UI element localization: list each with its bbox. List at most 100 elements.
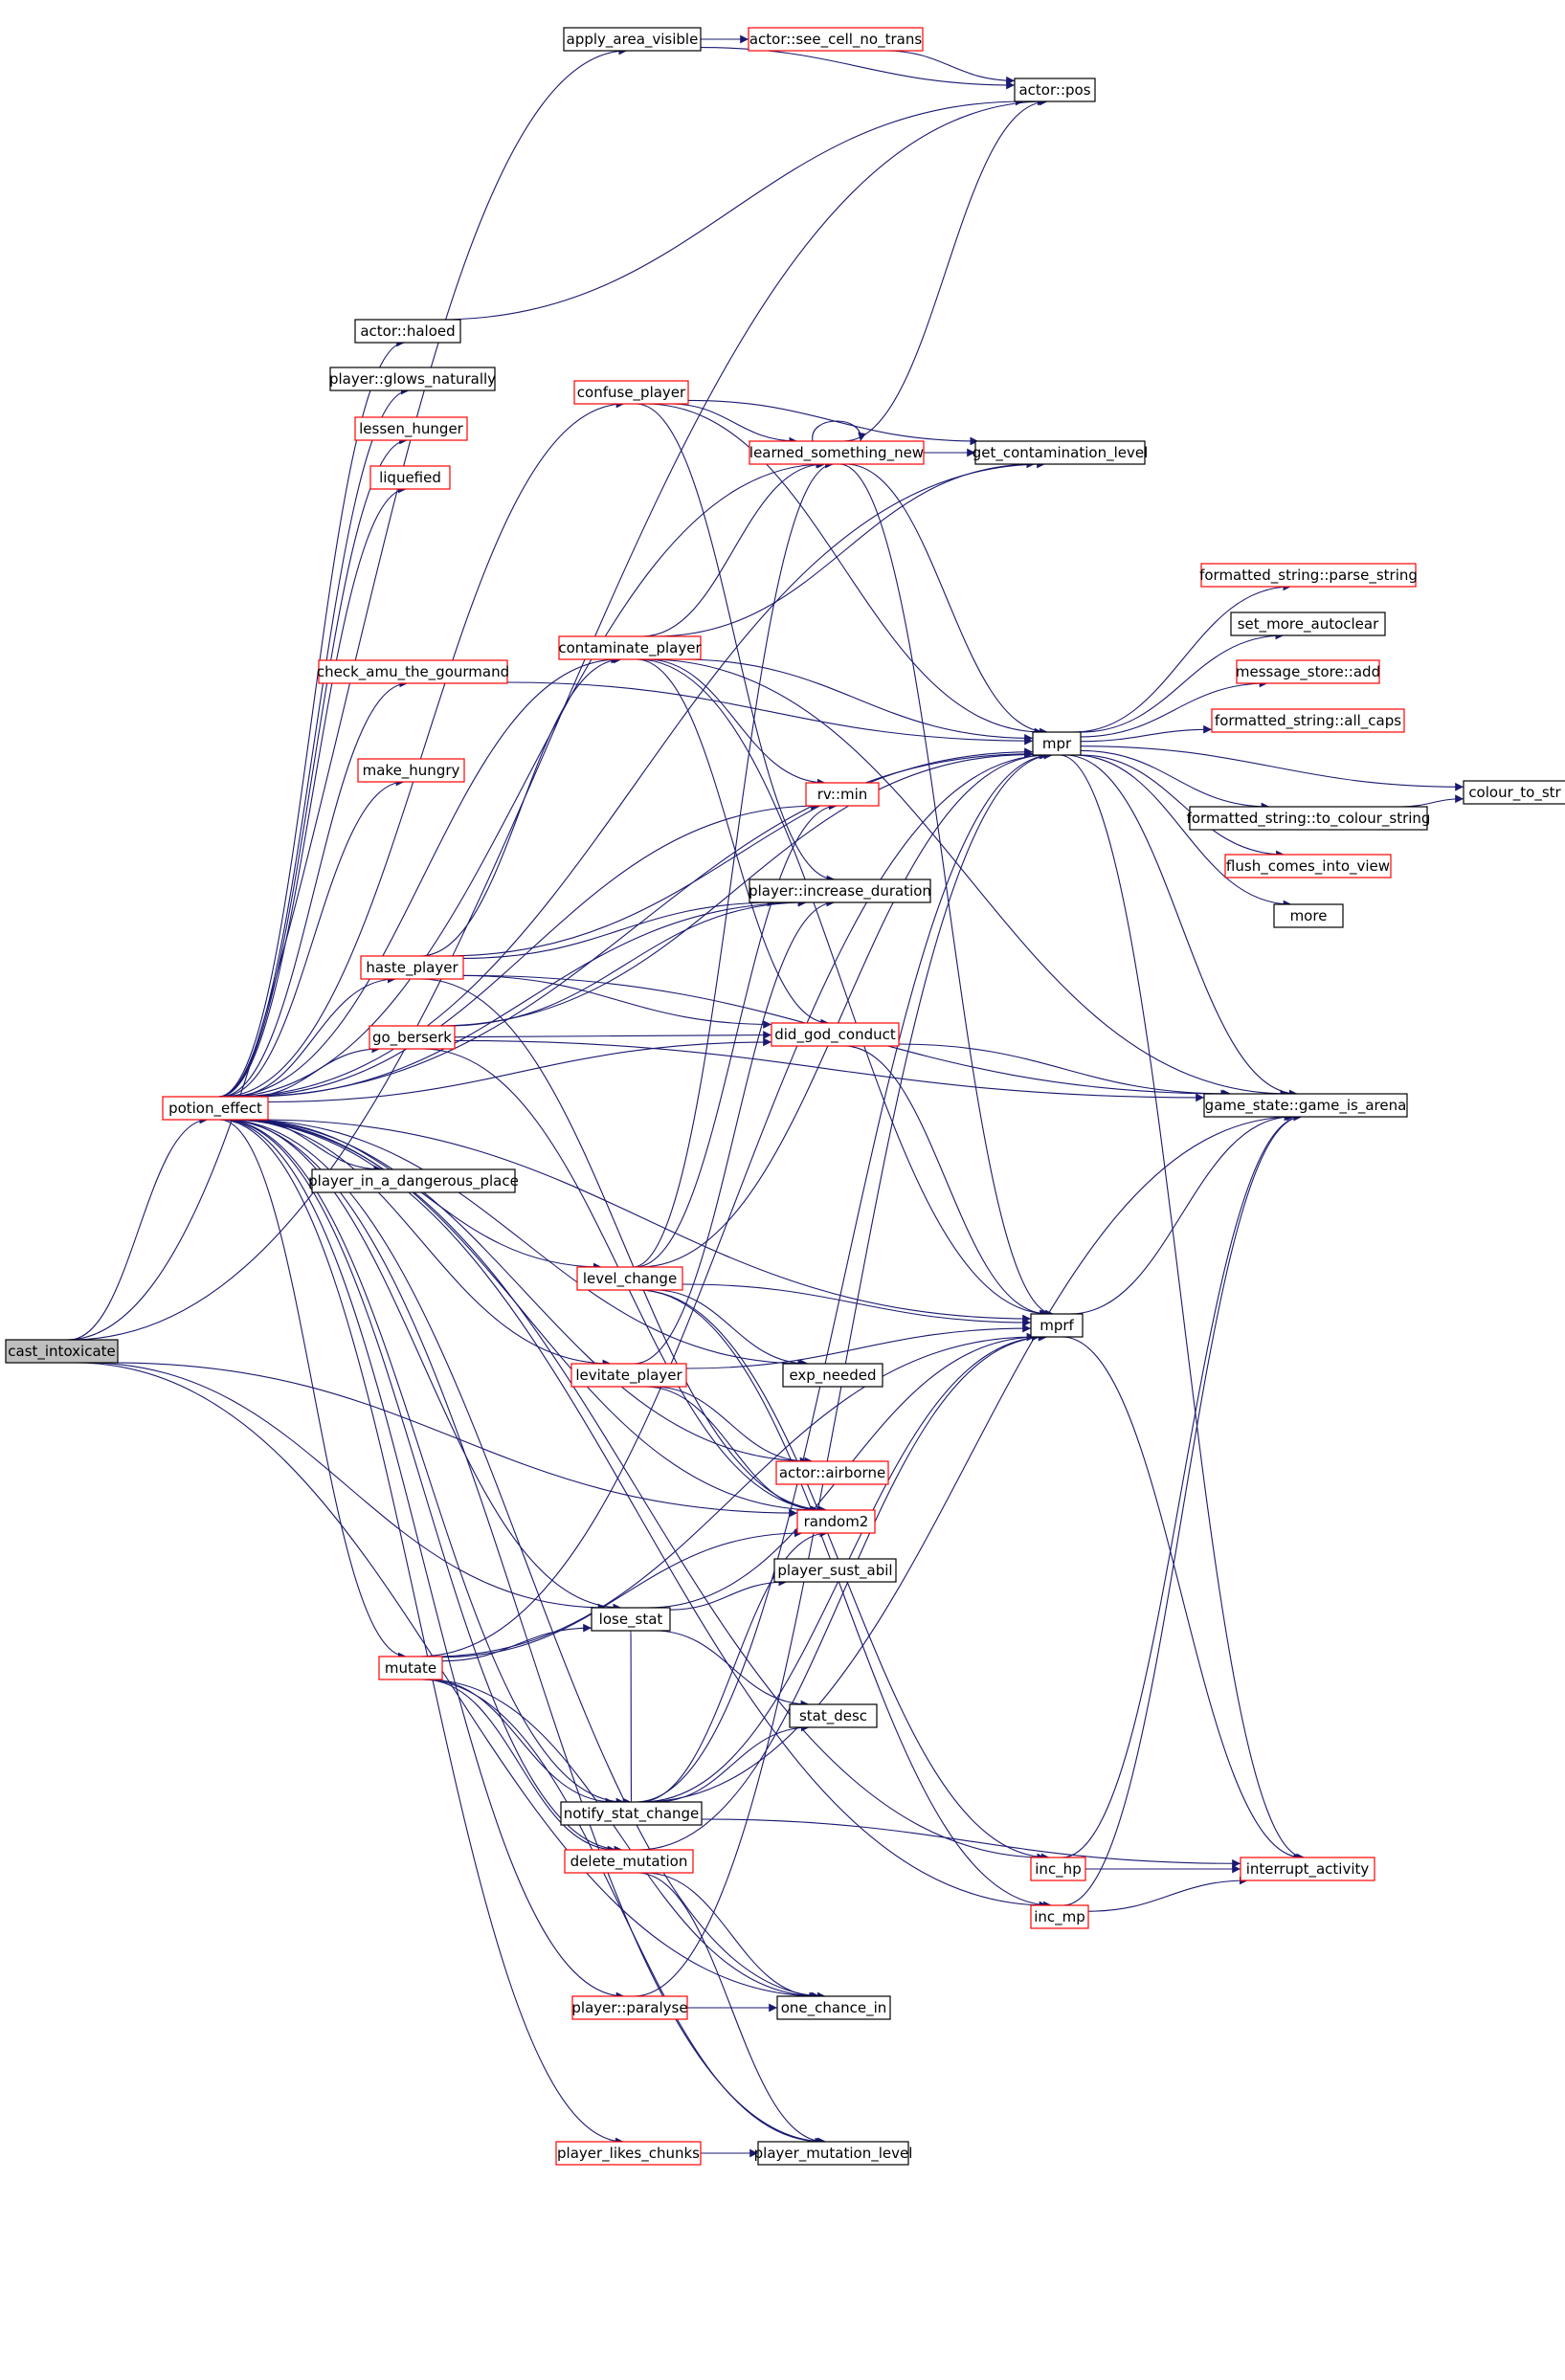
- node-box: [1014, 78, 1096, 102]
- node-label: formatted_string::all_caps: [1215, 712, 1401, 730]
- edge-cast_intoxicate-to-actor_pos: [70, 97, 1046, 1341]
- node-box: [757, 2141, 909, 2166]
- edge-mutate-to-one_chance_in: [424, 1679, 820, 2001]
- node-box: [773, 1558, 897, 1583]
- edge-go_berserk-to-did_god_conduct: [454, 1031, 772, 1039]
- node-did-god-conduct[interactable]: did_god_conduct: [771, 1022, 900, 1047]
- node-see-cell[interactable]: actor::see_cell_no_trans: [748, 27, 924, 52]
- node-label: liquefied: [379, 469, 441, 486]
- node-mutate[interactable]: mutate: [378, 1656, 443, 1680]
- edge-mprf-to-game_is_arena: [1069, 1112, 1293, 1315]
- node-label: player_likes_chunks: [557, 2145, 700, 2163]
- node-box: [749, 879, 931, 903]
- edge-level_change-to-learned: [632, 459, 835, 1268]
- node-player-paralyse[interactable]: player::paralyse: [571, 1995, 688, 2020]
- node-delete-mutation[interactable]: delete_mutation: [564, 1849, 694, 1874]
- node-make-hungry[interactable]: make_hungry: [357, 758, 465, 783]
- edge-notify_stat_change-to-game_is_arena: [641, 1112, 1295, 1803]
- node-go-berserk[interactable]: go_berserk: [369, 1025, 456, 1050]
- node-set-more-autoclear: set_more_autoclear: [1230, 612, 1386, 636]
- node-liquefied[interactable]: liquefied: [369, 465, 451, 490]
- node-mutation-level: player_mutation_level: [754, 2141, 913, 2166]
- node-message-store-add[interactable]: message_store::add: [1236, 659, 1380, 684]
- node-label: player_mutation_level: [754, 2145, 913, 2163]
- node-stat-desc: stat_desc: [789, 1703, 878, 1728]
- node-box: [357, 758, 465, 783]
- node-random2[interactable]: random2: [796, 1509, 876, 1534]
- node-mpr: mpr: [1032, 731, 1082, 756]
- node-learned[interactable]: learned_something_new: [749, 440, 925, 465]
- edge-mpr-to-parse_string: [1073, 582, 1292, 733]
- node-box: [1030, 1904, 1089, 1929]
- node-label: apply_area_visible: [567, 31, 699, 49]
- edge-levitate_player-to-increase_duration: [634, 898, 836, 1365]
- edge-mpr-to-message_store_add: [1080, 678, 1268, 738]
- edge-level_change-to-rv_min: [635, 801, 838, 1268]
- node-parse-string[interactable]: formatted_string::parse_string: [1199, 563, 1418, 588]
- edge-learned-to-learned: [812, 420, 866, 442]
- edge-learned-to-actor_pos: [843, 97, 1048, 442]
- node-actor-airborne[interactable]: actor::airborne: [775, 1460, 889, 1485]
- edge-apply_area_visible-to-actor_pos: [700, 47, 1016, 90]
- edge-confuse_player-to-mpr: [644, 403, 1043, 737]
- node-haste-player[interactable]: haste_player: [360, 955, 464, 980]
- node-box: [378, 1656, 443, 1680]
- edge-haste_player-to-mpr: [444, 747, 1034, 957]
- node-lessen-hunger[interactable]: lessen_hunger: [354, 416, 468, 441]
- edge-mpr-to-interrupt_activity: [1059, 754, 1306, 1862]
- node-label: inc_hp: [1035, 1860, 1081, 1879]
- edge-notify_stat_change-to-random2: [638, 1528, 829, 1803]
- edge-potion_effect-to-actor_airborne: [235, 1119, 814, 1466]
- node-box: [782, 1363, 883, 1388]
- node-box: [1030, 1313, 1084, 1338]
- edge-mutate-to-mprf: [432, 1332, 1036, 1657]
- node-label: haste_player: [366, 959, 458, 977]
- node-one-chance-in: one_chance_in: [776, 1995, 891, 2020]
- node-box: [805, 782, 880, 807]
- node-label: game_state::game_is_arena: [1205, 1097, 1407, 1115]
- edge-levitate_player-to-random2: [644, 1386, 820, 1515]
- node-flush-comes[interactable]: flush_comes_into_view: [1224, 854, 1392, 879]
- edge-levitate_player-to-mprf: [685, 1323, 1032, 1369]
- node-lose-stat: lose_stat: [591, 1607, 671, 1632]
- node-inc-mp[interactable]: inc_mp: [1030, 1904, 1089, 1929]
- edge-mpr-to-colour_to_str: [1080, 745, 1464, 791]
- node-confuse-player[interactable]: confuse_player: [573, 380, 689, 405]
- edge-cast_intoxicate-to-apply_area_visible: [66, 46, 628, 1341]
- node-player-sust-abil: player_sust_abil: [773, 1558, 897, 1583]
- node-all-caps[interactable]: formatted_string::all_caps: [1211, 708, 1405, 733]
- edge-levitate_player-to-actor_airborne: [652, 1386, 809, 1466]
- edge-level_change-to-mpr: [638, 750, 1048, 1268]
- edge-inc_hp-to-game_is_arena: [1062, 1112, 1303, 1858]
- node-levitate-player[interactable]: levitate_player: [570, 1363, 687, 1388]
- node-inc-hp[interactable]: inc_hp: [1030, 1857, 1086, 1881]
- node-rv-min[interactable]: rv::min: [805, 782, 880, 807]
- node-exp-needed: exp_needed: [782, 1363, 883, 1388]
- node-contaminate-player[interactable]: contaminate_player: [558, 635, 702, 660]
- node-likes-chunks[interactable]: player_likes_chunks: [555, 2141, 702, 2166]
- edge-contaminate_player-to-did_god_conduct: [636, 658, 830, 1028]
- node-box: [563, 27, 702, 52]
- node-check-amu[interactable]: check_amu_the_gourmand: [317, 659, 509, 684]
- node-box: [1032, 731, 1082, 756]
- node-box: [576, 1266, 683, 1291]
- node-mprf: mprf: [1030, 1313, 1084, 1338]
- node-label: stat_desc: [799, 1707, 867, 1725]
- node-box: [573, 380, 689, 405]
- edge-mutate-to-random2: [441, 1528, 803, 1658]
- edge-check_amu-to-mpr: [506, 681, 1034, 745]
- edge-potion_effect-to-check_amu: [220, 678, 409, 1098]
- edge-contaminate_player-to-mprf: [637, 658, 1050, 1319]
- node-potion-effect[interactable]: potion_effect: [162, 1096, 269, 1121]
- node-layer: cast_intoxicatepotion_effectapply_area_v…: [5, 27, 1565, 2166]
- node-label: mutate: [385, 1659, 436, 1677]
- edge-potion_effect-to-make_hungry: [221, 777, 405, 1098]
- node-label: potion_effect: [168, 1100, 262, 1118]
- node-increase-duration: player::increase_duration: [749, 879, 931, 903]
- node-box: [796, 1509, 876, 1534]
- node-level-change[interactable]: level_change: [576, 1266, 683, 1291]
- edge-potion_effect-to-one_chance_in: [223, 1119, 826, 2001]
- node-box: [771, 1022, 900, 1047]
- node-box: [1230, 612, 1386, 636]
- node-interrupt-activity[interactable]: interrupt_activity: [1240, 1857, 1375, 1881]
